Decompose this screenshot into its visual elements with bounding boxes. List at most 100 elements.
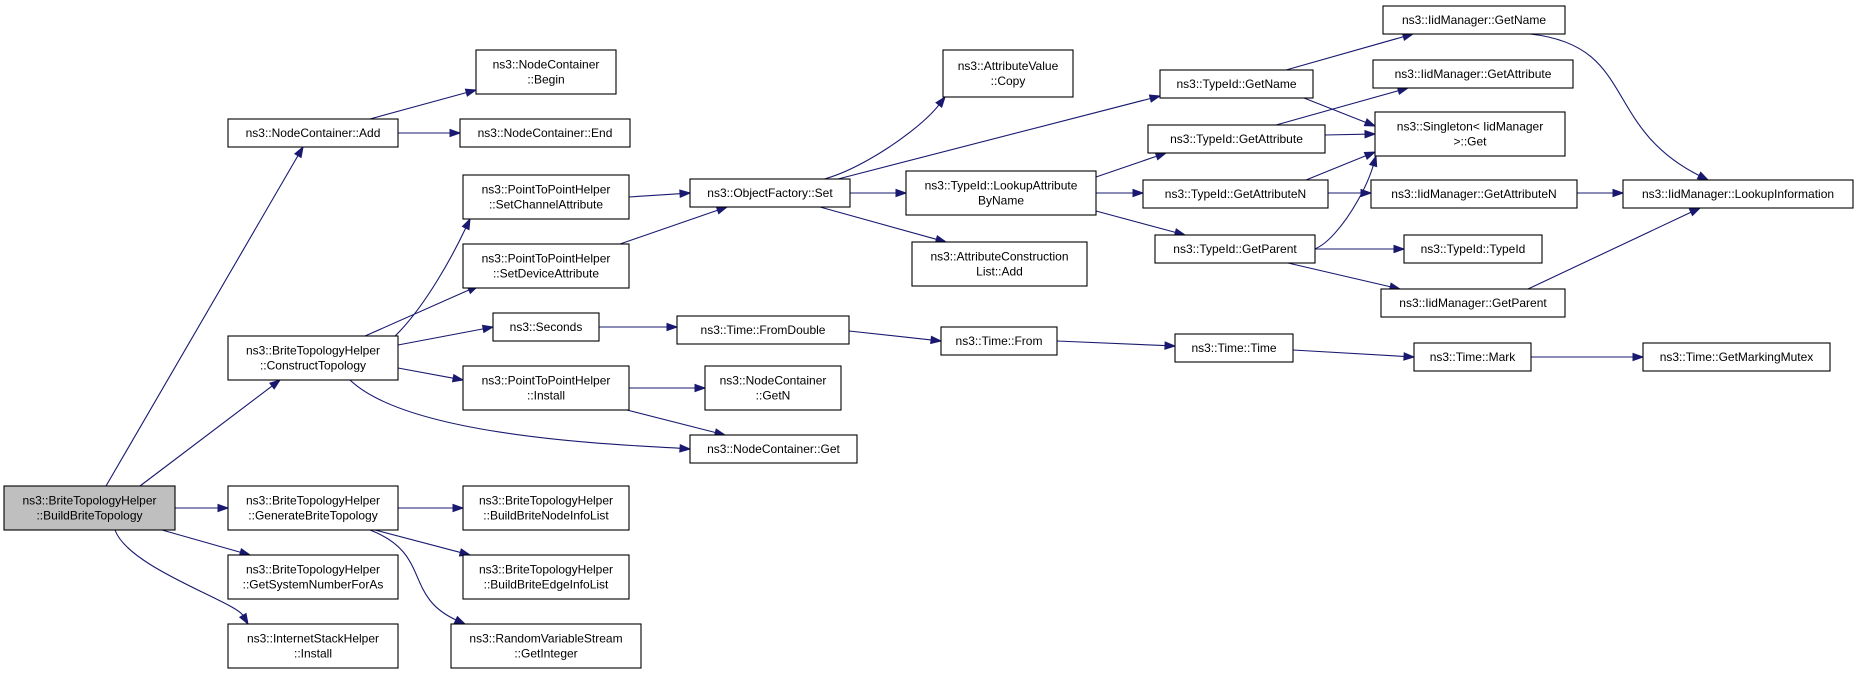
node-nc-getn[interactable]: ns3::NodeContainer::GetN <box>704 365 842 411</box>
node-iid-lookup[interactable]: ns3::IidManager::LookupInformation <box>1622 179 1854 209</box>
edge-line <box>1324 133 1366 136</box>
node-label-line: ::SetChannelAttribute <box>489 198 603 212</box>
node-label-line: ::GenerateBriteTopology <box>248 509 377 523</box>
node-ish-install[interactable]: ns3::InternetStackHelper::Install <box>227 623 399 669</box>
node-layer: ns3::BriteTopologyHelper::BuildBriteTopo… <box>3 5 1854 669</box>
edge-line <box>1287 262 1391 288</box>
node-of-set[interactable]: ns3::ObjectFactory::Set <box>689 178 851 208</box>
arrowhead <box>481 324 495 334</box>
node-root[interactable]: ns3::BriteTopologyHelper::BuildBriteTopo… <box>3 485 176 531</box>
arrowhead <box>935 95 946 108</box>
node-label-line: ns3::NodeContainer::Get <box>707 442 840 456</box>
edge-line <box>139 385 273 487</box>
edge-tid_getparent-to-iid_getparent <box>1287 262 1402 291</box>
node-box <box>227 554 399 600</box>
node-box <box>1372 59 1574 89</box>
node-p2p-install[interactable]: ns3::PointToPointHelper::Install <box>462 365 630 411</box>
node-tid-getparent[interactable]: ns3::TypeId::GetParent <box>1154 234 1316 264</box>
arrowhead <box>1364 129 1377 139</box>
edge-time_time-to-time_mark <box>1292 349 1416 361</box>
node-label-line: ns3::NodeContainer <box>493 58 600 72</box>
node-iid-getattrn[interactable]: ns3::IidManager::GetAttributeN <box>1370 179 1578 209</box>
arrowhead <box>1393 244 1406 254</box>
node-av-copy[interactable]: ns3::AttributeValue::Copy <box>942 49 1074 98</box>
edge-tid_getattrn-to-iid_getattrn <box>1328 188 1373 198</box>
node-box <box>450 623 642 669</box>
arrowhead <box>1632 352 1645 362</box>
node-box <box>227 118 399 148</box>
node-tid-getattrn[interactable]: ns3::TypeId::GetAttributeN <box>1142 179 1329 209</box>
node-p2p-chan[interactable]: ns3::PointToPointHelper::SetChannelAttri… <box>462 174 630 220</box>
edge-line <box>161 529 241 553</box>
arrowhead <box>1403 352 1416 361</box>
node-label-line: ns3::ObjectFactory::Set <box>707 186 833 200</box>
edge-root-to-nc_add <box>105 145 304 487</box>
node-box <box>1142 179 1329 209</box>
node-box <box>227 623 399 669</box>
node-iid-getparent[interactable]: ns3::IidManager::GetParent <box>1380 288 1566 318</box>
arrowhead <box>452 503 465 513</box>
node-label-line: ::Install <box>294 647 332 661</box>
edge-iid_getname-to-iid_lookup <box>1529 33 1710 181</box>
node-p2p-dev[interactable]: ns3::PointToPointHelper::SetDeviceAttrib… <box>462 243 630 289</box>
arrowhead <box>715 206 729 215</box>
node-label-line: ns3::NodeContainer::End <box>478 126 613 140</box>
node-singleton[interactable]: ns3::Singleton< IidManager >::Get <box>1374 111 1566 157</box>
node-nc-add[interactable]: ns3::NodeContainer::Add <box>227 118 399 148</box>
node-nc-get[interactable]: ns3::NodeContainer::Get <box>689 434 858 464</box>
node-label-line: ::Install <box>527 389 565 403</box>
node-nc-begin[interactable]: ns3::NodeContainer::Begin <box>475 49 617 95</box>
node-time-fromdouble[interactable]: ns3::Time::FromDouble <box>676 315 850 345</box>
node-label-line: ns3::AttributeConstruction <box>930 250 1068 264</box>
node-label-line: ns3::TypeId::GetAttribute <box>1170 132 1303 146</box>
edge-construct-to-p2p_dev <box>364 285 480 337</box>
node-time-mutex[interactable]: ns3::Time::GetMarkingMutex <box>1642 342 1831 372</box>
node-tid-getattr[interactable]: ns3::TypeId::GetAttribute <box>1147 124 1326 154</box>
node-nc-end[interactable]: ns3::NodeContainer::End <box>459 118 631 148</box>
node-box <box>1174 333 1294 363</box>
node-box <box>492 312 600 342</box>
node-sysnum[interactable]: ns3::BriteTopologyHelper::GetSystemNumbe… <box>227 554 399 600</box>
node-tid-getname[interactable]: ns3::TypeId::GetName <box>1159 69 1314 99</box>
node-label-line: ns3::Time::Mark <box>1430 350 1517 364</box>
node-rvs[interactable]: ns3::RandomVariableStream::GetInteger <box>450 623 642 669</box>
node-box <box>1403 234 1543 264</box>
node-time-time[interactable]: ns3::Time::Time <box>1174 333 1294 363</box>
edge-tid_lookup-to-tid_getparent <box>1095 210 1187 237</box>
node-label-line: ns3::IidManager::GetName <box>1402 13 1546 27</box>
edge-line <box>105 155 299 487</box>
node-build-edge[interactable]: ns3::BriteTopologyHelper::BuildBriteEdge… <box>462 554 630 600</box>
edge-iid_getparent-to-iid_lookup <box>1527 207 1702 290</box>
edge-line <box>1285 36 1404 71</box>
node-iid-getname[interactable]: ns3::IidManager::GetName <box>1382 5 1566 35</box>
node-iid-getattr[interactable]: ns3::IidManager::GetAttribute <box>1372 59 1574 89</box>
node-label-line: ns3::BriteTopologyHelper <box>246 563 380 577</box>
edge-line <box>628 193 681 198</box>
node-gen[interactable]: ns3::BriteTopologyHelper::GenerateBriteT… <box>227 485 399 531</box>
node-construct[interactable]: ns3::BriteTopologyHelper::ConstructTopol… <box>227 335 399 381</box>
node-box <box>1159 69 1314 99</box>
node-seconds[interactable]: ns3::Seconds <box>492 312 600 342</box>
node-box <box>1642 342 1831 372</box>
edge-time_from-to-time_time <box>1056 340 1177 350</box>
node-box <box>1370 179 1578 209</box>
node-time-mark[interactable]: ns3::Time::Mark <box>1413 342 1532 372</box>
edge-layer <box>105 32 1710 626</box>
arrowhead <box>895 188 908 198</box>
node-build-node[interactable]: ns3::BriteTopologyHelper::BuildBriteNode… <box>462 485 630 531</box>
node-time-from[interactable]: ns3::Time::From <box>940 326 1058 356</box>
node-box <box>1154 234 1316 264</box>
edge-nc_add-to-nc_begin <box>369 88 478 120</box>
node-label-line: ns3::TypeId::TypeId <box>1421 242 1526 256</box>
edge-root-to-ish_install <box>114 529 249 626</box>
node-box <box>1147 124 1326 154</box>
node-tid-typeid[interactable]: ns3::TypeId::TypeId <box>1403 234 1543 264</box>
arrowhead <box>679 443 692 453</box>
arrowhead <box>449 128 462 138</box>
node-box <box>676 315 850 345</box>
edge-line <box>1095 155 1157 178</box>
edge-tid_getattr-to-singleton <box>1324 129 1377 139</box>
node-label-line: ::ConstructTopology <box>260 359 366 373</box>
